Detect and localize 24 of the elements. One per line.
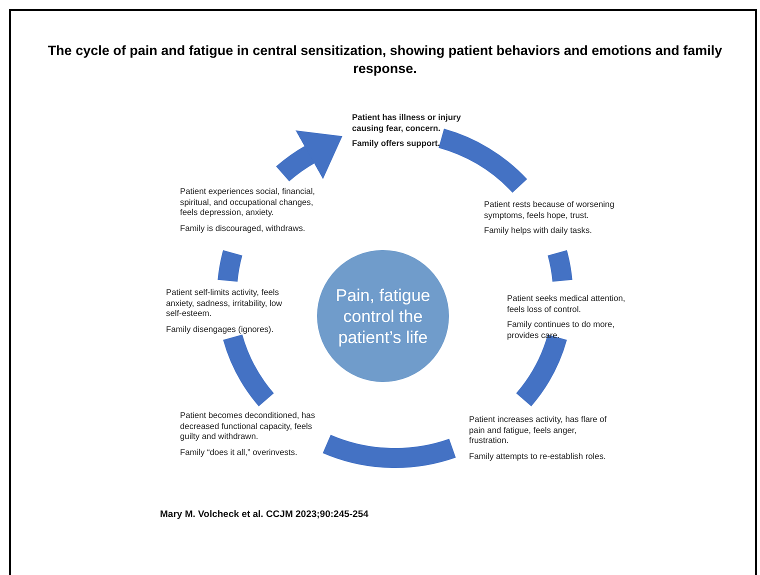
family-response-text: Family helps with daily tasks. [484,225,593,236]
diagram-title: The cycle of pain and fatigue in central sensitization, showing patient behaviors and emotions and family response. [46,42,724,78]
circle-label: Pain, fatigue control the patient’s life [334,284,432,348]
patient-stage-text: Patient experiences social, financial, spiritual, and occupational changes, feels depression, anxiety. [180,186,316,218]
cycle-arc-segment [548,250,572,282]
cycle-arrow [276,130,342,182]
cycle-arc-segment [218,250,242,282]
cycle-arc-segment [323,434,456,468]
patient-stage-text: Patient increases activity, has flare of pain and fatigue, feels anger, frustration. [469,414,608,446]
patient-stage-text: Patient rests because of worsening symptoms, feels hope, trust. [484,199,616,220]
cycle-arc-segment [516,334,567,406]
patient-stage-text: Patient has illness or injury causing fear, concern. [352,112,462,134]
family-response-text: Family “does it all,” overinvests. [180,446,298,458]
patient-stage-text: Patient becomes deconditioned, has decreased functional capacity, feels guilty and withdrawn. [180,410,316,442]
citation-text: Mary M. Volcheck et al. CCJM 2023;90:245-254 [160,509,368,520]
family-response-text: Family disengages (ignores). [166,324,275,334]
cycle-arc-segment [223,334,274,406]
family-response-text: Family is discouraged, withdraws. [180,222,306,234]
cycle-arc-segment [438,128,527,194]
patient-stage-text: Patient self-limits activity, feels anxiety, sadness, irritability, low self-esteem. [166,287,284,319]
family-response-text: Family offers support. [352,138,441,149]
family-response-text: Family attempts to re-establish roles. [469,450,607,462]
patient-stage-text: Patient seeks medical attention, feels loss of control. [507,293,626,314]
family-response-text: Family continues to do more, provides care. [507,319,616,340]
